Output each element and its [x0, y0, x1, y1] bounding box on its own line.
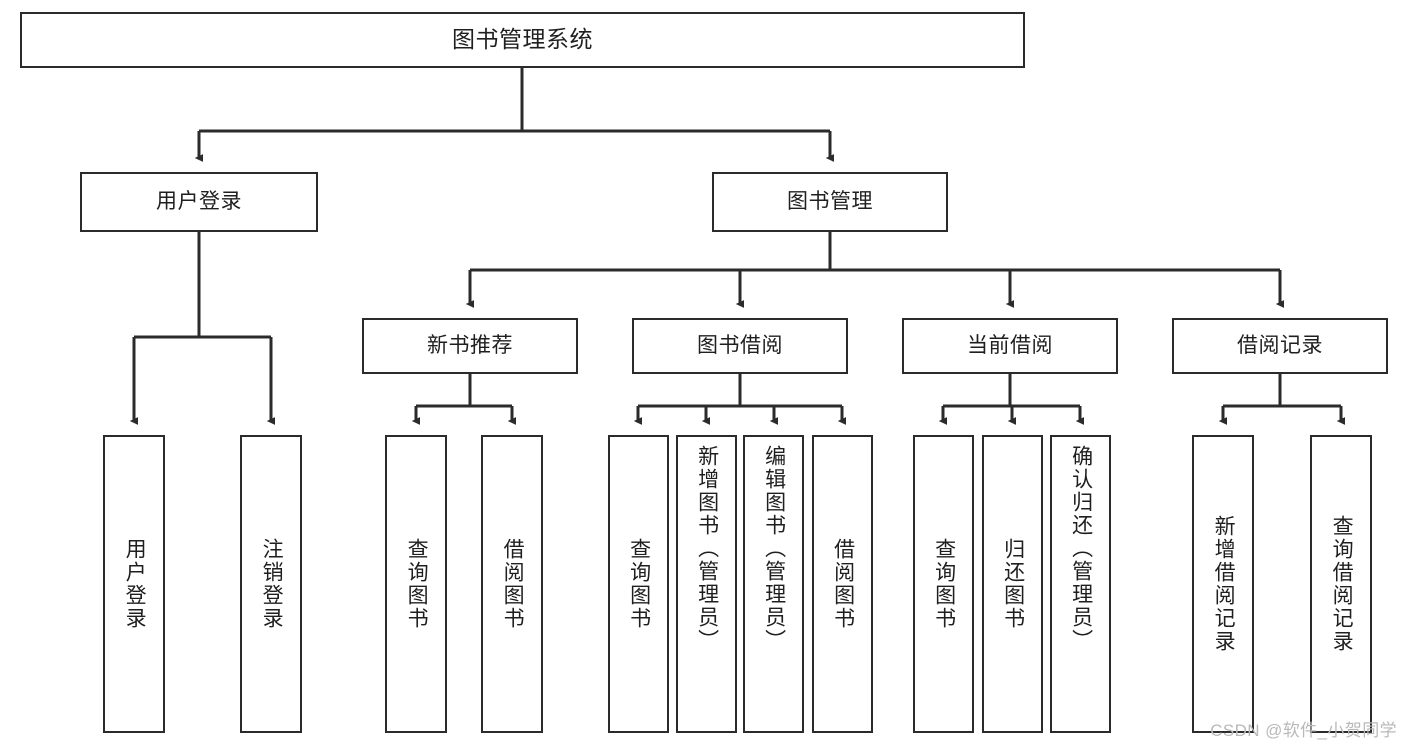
- node-root-label: 图书管理系统: [452, 26, 593, 53]
- node-leaf-brw-add-book-label: 新增图书（管理员）: [695, 445, 719, 652]
- node-leaf-rec-add-record[interactable]: 新增借阅记录: [1192, 435, 1254, 733]
- node-leaf-user-login-label: 用户登录: [123, 538, 147, 630]
- node-current-borrow-label: 当前借阅: [967, 333, 1053, 357]
- node-leaf-cur-confirm-return-label: 确认归还（管理员）: [1069, 445, 1093, 652]
- node-leaf-cur-confirm-return[interactable]: 确认归还（管理员）: [1050, 435, 1111, 733]
- node-leaf-rec-add-record-label: 新增借阅记录: [1212, 515, 1236, 653]
- node-leaf-cur-query-book[interactable]: 查询图书: [913, 435, 974, 733]
- node-book-borrow-label: 图书借阅: [697, 333, 783, 357]
- node-leaf-rec-query-book-label: 查询图书: [405, 538, 429, 630]
- node-leaf-brw-query-book[interactable]: 查询图书: [608, 435, 669, 733]
- node-leaf-brw-edit-book[interactable]: 编辑图书（管理员）: [743, 435, 804, 733]
- node-leaf-rec-borrow-book[interactable]: 借阅图书: [481, 435, 543, 733]
- node-leaf-rec-query-book[interactable]: 查询图书: [385, 435, 447, 733]
- node-leaf-rec-query-record[interactable]: 查询借阅记录: [1310, 435, 1372, 733]
- node-leaf-brw-borrow-book[interactable]: 借阅图书: [812, 435, 873, 733]
- node-leaf-cur-return-book[interactable]: 归还图书: [982, 435, 1043, 733]
- node-leaf-logout-label: 注销登录: [260, 538, 284, 630]
- node-borrow-record-label: 借阅记录: [1237, 333, 1323, 357]
- node-leaf-brw-borrow-book-label: 借阅图书: [831, 538, 855, 630]
- node-borrow-record[interactable]: 借阅记录: [1172, 318, 1388, 374]
- node-book-manage[interactable]: 图书管理: [712, 172, 948, 232]
- node-new-book-rec-label: 新书推荐: [427, 333, 513, 357]
- node-leaf-rec-borrow-book-label: 借阅图书: [501, 538, 525, 630]
- node-book-manage-label: 图书管理: [787, 189, 873, 213]
- node-leaf-brw-add-book[interactable]: 新增图书（管理员）: [676, 435, 737, 733]
- node-user-login-label: 用户登录: [156, 189, 242, 213]
- node-leaf-user-login[interactable]: 用户登录: [103, 435, 165, 733]
- node-leaf-brw-edit-book-label: 编辑图书（管理员）: [762, 445, 786, 652]
- node-leaf-logout[interactable]: 注销登录: [240, 435, 302, 733]
- node-leaf-cur-return-book-label: 归还图书: [1001, 538, 1025, 630]
- node-current-borrow[interactable]: 当前借阅: [902, 318, 1118, 374]
- watermark-text: CSDN @软件_小贺同学: [1210, 721, 1397, 740]
- node-leaf-rec-query-record-label: 查询借阅记录: [1330, 515, 1354, 653]
- node-root[interactable]: 图书管理系统: [20, 12, 1025, 68]
- node-leaf-brw-query-book-label: 查询图书: [627, 538, 651, 630]
- node-book-borrow[interactable]: 图书借阅: [632, 318, 848, 374]
- node-leaf-cur-query-book-label: 查询图书: [932, 538, 956, 630]
- node-user-login[interactable]: 用户登录: [80, 172, 318, 232]
- node-new-book-rec[interactable]: 新书推荐: [362, 318, 578, 374]
